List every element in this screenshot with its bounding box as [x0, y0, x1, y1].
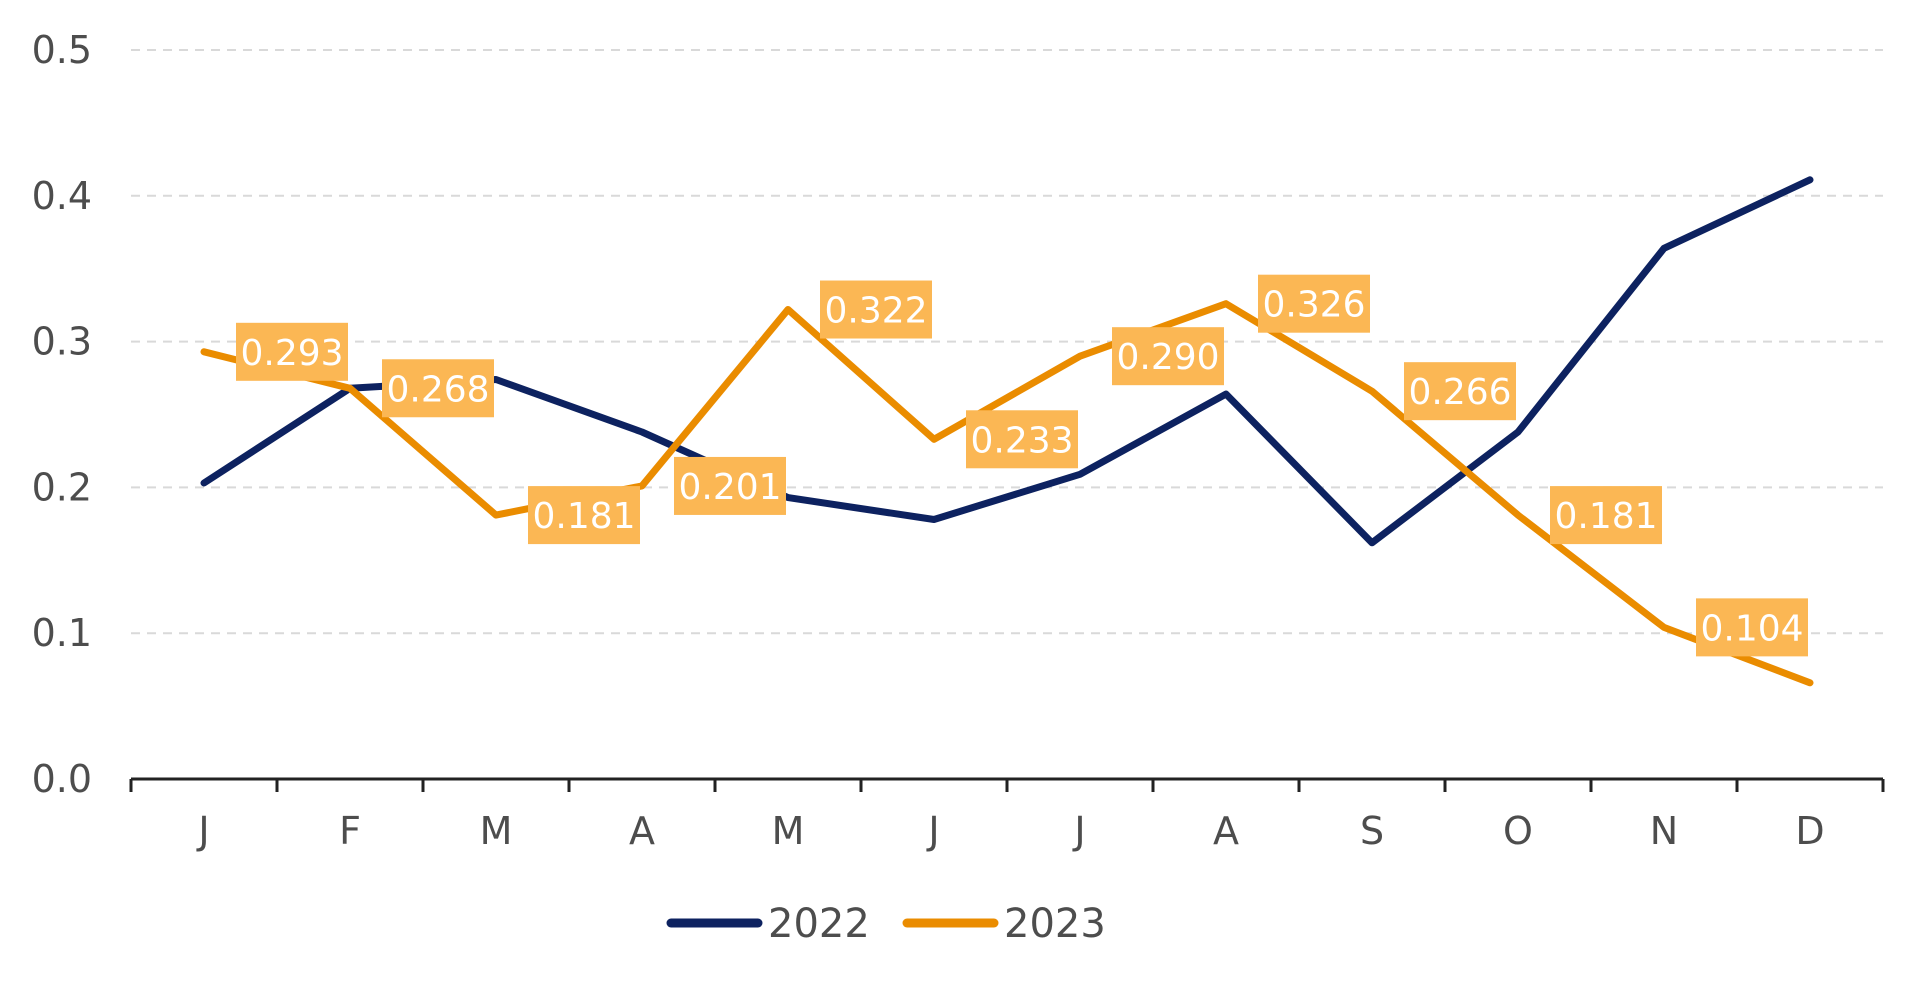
data-label: 0.181 [532, 496, 635, 537]
x-tick-label: D [1795, 809, 1824, 853]
y-tick-label: 0.4 [32, 174, 92, 218]
y-tick-label: 0.0 [32, 757, 92, 801]
data-label-box [528, 486, 640, 545]
x-tick-label: J [196, 809, 209, 853]
y-tick-label: 0.1 [32, 611, 92, 655]
legend-label: 2023 [1004, 901, 1106, 947]
x-tick-label: M [772, 809, 805, 853]
data-label: 0.322 [824, 291, 927, 332]
x-tick-label: A [629, 809, 655, 853]
legend-label: 2022 [768, 901, 870, 947]
data-label: 0.268 [386, 369, 489, 410]
series-line-2023 [200, 300, 1814, 687]
data-label: 0.233 [970, 420, 1073, 461]
data-label-box [382, 359, 494, 418]
data-label-box [236, 322, 348, 381]
grid-lines [131, 49, 1883, 635]
data-label: 0.290 [1116, 337, 1219, 378]
y-axis-ticks: 0.0 0.1 0.2 0.3 0.4 0.5 [32, 28, 92, 801]
x-tick-label: J [1072, 809, 1085, 853]
x-tick-label: S [1360, 809, 1384, 853]
data-label-box [1696, 598, 1808, 657]
data-label: 0.181 [1554, 496, 1657, 537]
x-tick-label: O [1503, 809, 1533, 853]
data-label: 0.201 [678, 467, 781, 508]
data-label-box [966, 410, 1078, 469]
data-label-box [1112, 327, 1224, 386]
data-labels: 0.293 0.268 0.181 0.201 0.322 0.233 0.290 0.326… [236, 274, 1808, 657]
data-label-box [1258, 274, 1370, 333]
data-label: 0.266 [1408, 372, 1511, 413]
y-tick-label: 0.5 [32, 28, 92, 72]
x-tick-label: M [480, 809, 513, 853]
legend: 2022 2023 [666, 901, 1106, 947]
data-label-box [1404, 362, 1516, 421]
x-tick-label: A [1213, 809, 1239, 853]
x-tick-label: J [926, 809, 939, 853]
x-axis [129, 777, 1885, 792]
y-tick-label: 0.2 [32, 465, 92, 509]
x-tick-label: N [1650, 809, 1678, 853]
x-tick-label: F [339, 809, 361, 853]
data-label: 0.104 [1700, 608, 1803, 649]
y-tick-label: 0.3 [32, 320, 92, 364]
data-label-box [1550, 486, 1662, 545]
data-label-box [674, 456, 786, 515]
data-label-box [820, 280, 932, 339]
data-label: 0.293 [240, 333, 343, 374]
data-label: 0.326 [1262, 285, 1365, 326]
